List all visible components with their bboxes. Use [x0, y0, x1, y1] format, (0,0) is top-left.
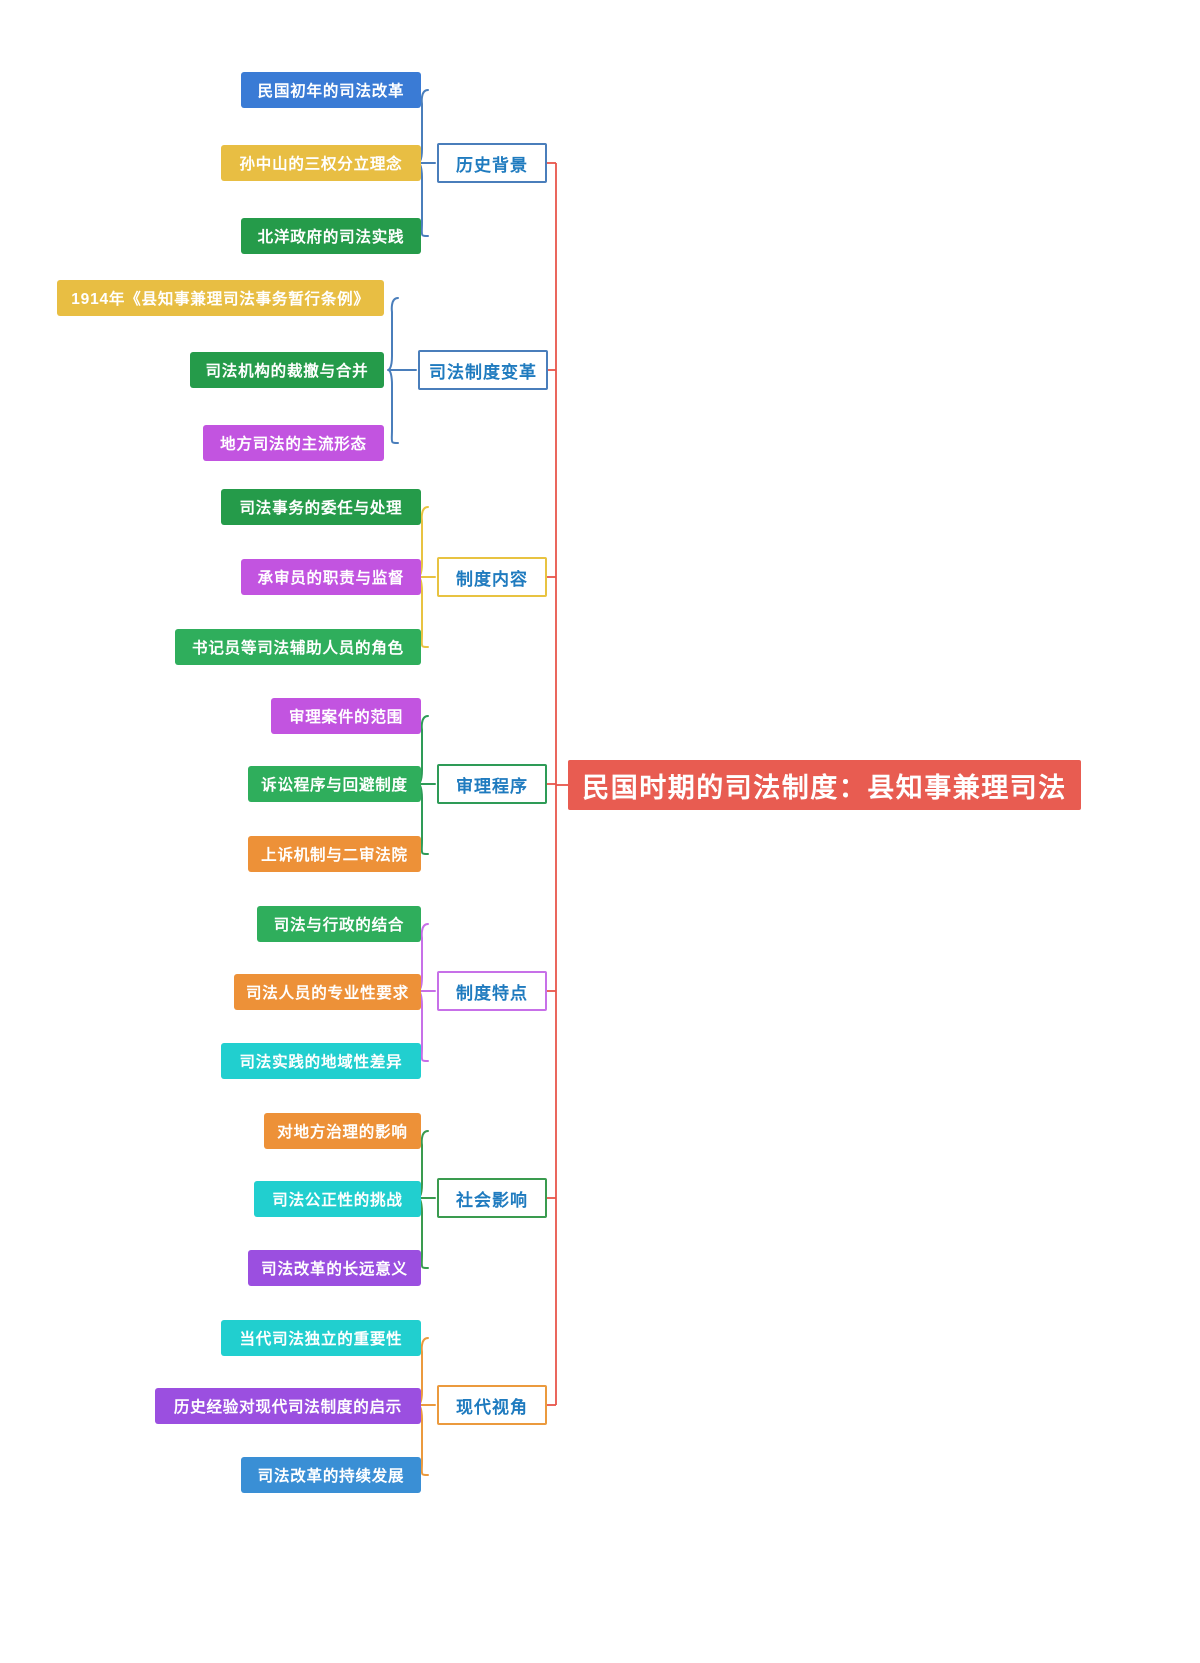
leaf-node-5-2[interactable]: 司法人员的专业性要求	[234, 974, 421, 1010]
leaf-node-6-2[interactable]: 司法公正性的挑战	[254, 1181, 421, 1217]
leaf-node-4-3[interactable]: 上诉机制与二审法院	[248, 836, 421, 872]
leaf-node-4-1[interactable]: 审理案件的范围	[271, 698, 421, 734]
leaf-node-6-3[interactable]: 司法改革的长远意义	[248, 1250, 421, 1286]
branch-node-4[interactable]: 审理程序	[437, 764, 547, 804]
leaf-node-7-2[interactable]: 历史经验对现代司法制度的启示	[155, 1388, 421, 1424]
root-node[interactable]: 民国时期的司法制度：县知事兼理司法	[568, 760, 1081, 810]
branch-node-6[interactable]: 社会影响	[437, 1178, 547, 1218]
leaf-node-5-1[interactable]: 司法与行政的结合	[257, 906, 421, 942]
leaf-node-1-1[interactable]: 民国初年的司法改革	[241, 72, 421, 108]
leaf-node-1-2[interactable]: 孙中山的三权分立理念	[221, 145, 421, 181]
leaf-node-2-3[interactable]: 地方司法的主流形态	[203, 425, 384, 461]
branch-node-2[interactable]: 司法制度变革	[418, 350, 548, 390]
branch-node-1[interactable]: 历史背景	[437, 143, 547, 183]
branch-node-5[interactable]: 制度特点	[437, 971, 547, 1011]
leaf-node-6-1[interactable]: 对地方治理的影响	[264, 1113, 421, 1149]
branch-node-3[interactable]: 制度内容	[437, 557, 547, 597]
branch-node-7[interactable]: 现代视角	[437, 1385, 547, 1425]
leaf-node-7-1[interactable]: 当代司法独立的重要性	[221, 1320, 421, 1356]
leaf-node-3-2[interactable]: 承审员的职责与监督	[241, 559, 421, 595]
leaf-node-7-3[interactable]: 司法改革的持续发展	[241, 1457, 421, 1493]
leaf-node-2-2[interactable]: 司法机构的裁撤与合并	[190, 352, 384, 388]
leaf-node-2-1[interactable]: 1914年《县知事兼理司法事务暂行条例》	[57, 280, 384, 316]
leaf-node-4-2[interactable]: 诉讼程序与回避制度	[248, 766, 421, 802]
leaf-node-5-3[interactable]: 司法实践的地域性差异	[221, 1043, 421, 1079]
leaf-node-3-1[interactable]: 司法事务的委任与处理	[221, 489, 421, 525]
leaf-node-3-3[interactable]: 书记员等司法辅助人员的角色	[175, 629, 421, 665]
leaf-node-1-3[interactable]: 北洋政府的司法实践	[241, 218, 421, 254]
